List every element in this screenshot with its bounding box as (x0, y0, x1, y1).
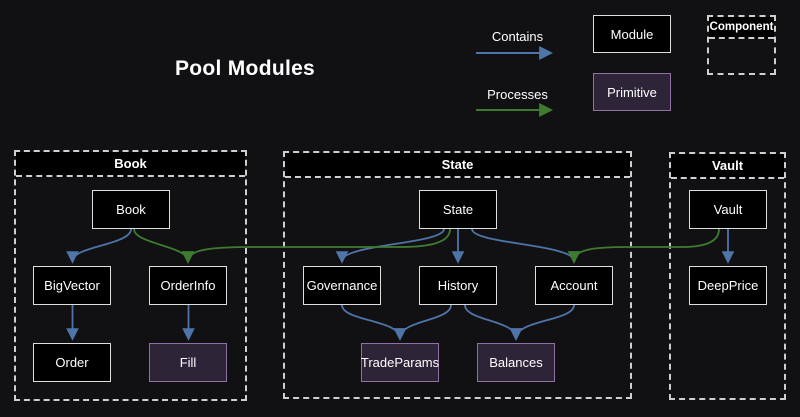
group-book-title: Book (16, 152, 245, 177)
node-balances: Balances (477, 343, 555, 382)
legend-component-box: Component (707, 15, 776, 75)
group-book: Book (14, 150, 247, 401)
legend-contains-label: Contains (491, 29, 544, 44)
node-bigvector: BigVector (33, 266, 111, 305)
node-order: Order (33, 343, 111, 382)
node-account: Account (535, 266, 613, 305)
legend-component-label: Component (709, 17, 774, 39)
legend-primitive-node: Primitive (593, 73, 671, 111)
legend-module-node: Module (593, 15, 671, 53)
node-book: Book (92, 190, 170, 229)
page-title: Pool Modules (174, 57, 316, 80)
node-orderinfo: OrderInfo (149, 266, 227, 305)
node-tradeparams: TradeParams (361, 343, 439, 382)
node-history: History (419, 266, 497, 305)
group-vault: Vault (669, 152, 786, 400)
group-vault-title: Vault (671, 154, 784, 179)
node-deepprice: DeepPrice (689, 266, 767, 305)
node-governance: Governance (303, 266, 381, 305)
node-fill: Fill (149, 343, 227, 382)
legend-processes-label: Processes (487, 87, 548, 102)
group-state: State (283, 151, 632, 399)
node-vault: Vault (689, 190, 767, 229)
node-state: State (419, 190, 497, 229)
group-state-title: State (285, 153, 630, 178)
